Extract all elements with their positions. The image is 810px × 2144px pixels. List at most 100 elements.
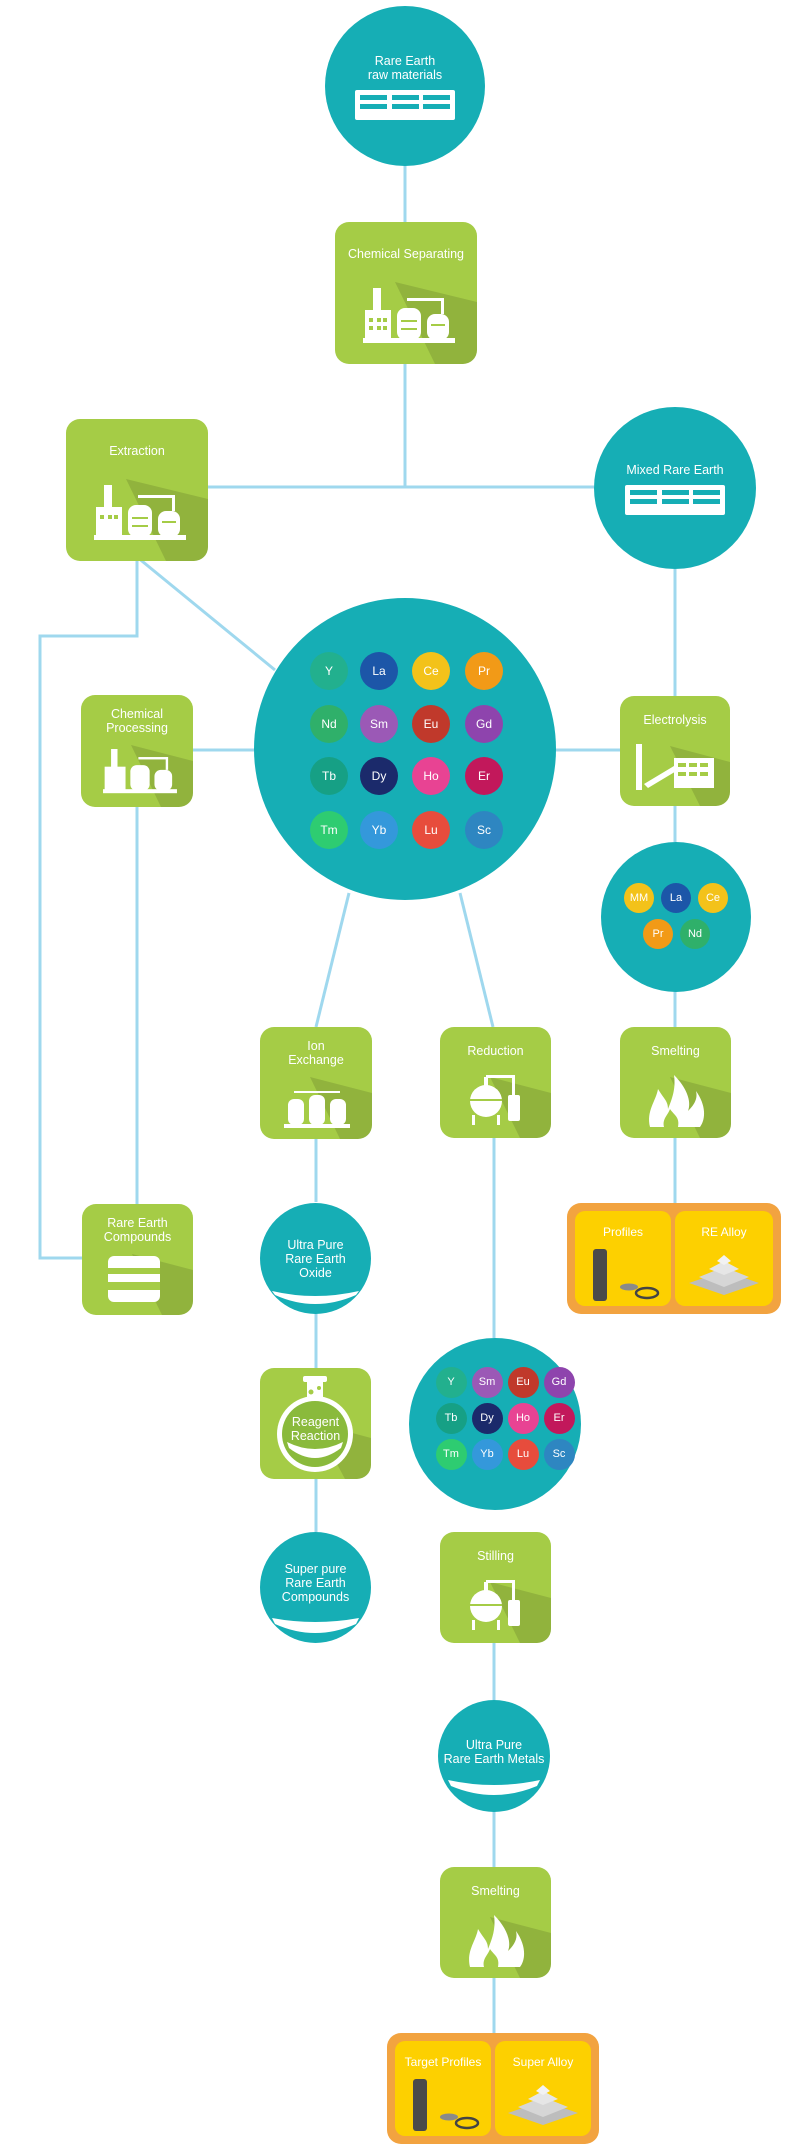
shadow	[490, 1077, 551, 1138]
element-lu: Lu	[507, 1438, 539, 1470]
element-eu: Eu	[412, 705, 450, 743]
flask-icon	[277, 1376, 353, 1472]
element-mm: MM	[624, 883, 654, 913]
node-label: Ultra Pure	[287, 1238, 344, 1252]
connector	[38, 558, 139, 1260]
node-chemical-separating: Chemical Separating	[335, 222, 477, 364]
node-smelting-1: Smelting	[620, 1027, 731, 1138]
node-chemical-processing: Chemical Processing	[81, 695, 193, 807]
node-reduction: Reduction	[440, 1027, 551, 1138]
node-ion-exchange: Ion Exchange	[260, 1027, 372, 1139]
element-tm: Tm	[310, 811, 348, 849]
node-label: Oxide	[299, 1266, 332, 1280]
element-ho: Ho	[412, 757, 450, 795]
element-nd: Nd	[680, 919, 710, 949]
element-sc: Sc	[465, 811, 503, 849]
products-panel-2: Target Profiles Super Alloy	[387, 2033, 599, 2144]
node-label: Smelting	[651, 1044, 700, 1058]
node-label: Processing	[106, 721, 168, 735]
element-la: La	[661, 883, 691, 913]
node-label: Chemical Separating	[347, 247, 465, 261]
product-label: Target Profiles	[404, 2055, 482, 2069]
cylinder-icon	[413, 2079, 480, 2131]
wave-icon	[272, 1618, 359, 1633]
node-extraction: Extraction	[66, 419, 208, 561]
node-rare-earth-compounds: Rare Earth Compounds	[82, 1204, 193, 1315]
element-y: Y	[310, 652, 348, 690]
bar-stack-icon	[508, 2085, 578, 2125]
node-label: Rare Earth	[285, 1252, 346, 1266]
element-yb: Yb	[471, 1438, 503, 1470]
element-yb: Yb	[360, 811, 398, 849]
node-smelting-2: Smelting	[440, 1867, 551, 1978]
connector	[458, 892, 495, 1028]
node-stilling: Stilling	[440, 1532, 551, 1643]
product-card-re-alloy: RE Alloy	[675, 1211, 773, 1306]
flame-icon	[649, 1075, 705, 1127]
tank-icon	[108, 1256, 160, 1302]
element-tm: Tm	[435, 1438, 467, 1470]
element-sm: Sm	[471, 1366, 503, 1398]
element-dy: Dy	[360, 757, 398, 795]
node-ultra-pure-metals: Ultra Pure Rare Earth Metals	[438, 1700, 550, 1812]
wave-icon	[448, 1780, 540, 1795]
element-tb: Tb	[435, 1402, 467, 1434]
node-label: Smelting	[471, 1884, 520, 1898]
element-tb: Tb	[310, 757, 348, 795]
element-lu: Lu	[412, 811, 450, 849]
element-pr: Pr	[643, 919, 673, 949]
shadow	[490, 1582, 551, 1643]
factory-icon	[103, 749, 177, 794]
product-card-super-alloy: Super Alloy	[495, 2041, 591, 2136]
tank-icon	[284, 1091, 350, 1128]
element-gd: Gd	[543, 1366, 575, 1398]
element-nd: Nd	[310, 705, 348, 743]
node-label: Ultra Pure	[465, 1738, 523, 1752]
reactor-icon	[470, 1580, 520, 1630]
element-ho: Ho	[507, 1402, 539, 1434]
connector	[136, 555, 276, 672]
element-sm: Sm	[360, 705, 398, 743]
connector	[314, 892, 351, 1028]
bar-stack-icon	[689, 1255, 759, 1295]
cylinder-icon	[593, 1249, 660, 1301]
node-super-pure-compounds: Super pure Rare Earth Compounds	[260, 1532, 371, 1643]
node-raw-materials: Rare Earth raw materials	[325, 6, 485, 166]
node-label: Rare Earth	[374, 54, 436, 68]
factory-icon	[363, 288, 455, 343]
factory-icon	[94, 485, 186, 540]
ingot-bars-icon	[355, 90, 455, 120]
node-label: Electrolysis	[643, 713, 707, 727]
element-ce: Ce	[412, 652, 450, 690]
element-y: Y	[435, 1366, 467, 1398]
node-electrolysis: Electrolysis	[620, 696, 730, 806]
ingot-bars-icon	[625, 485, 725, 515]
node-label: Reduction	[467, 1044, 524, 1058]
node-label: Rare Earth Metals	[443, 1752, 545, 1766]
products-panel-1: Profiles RE Alloy	[567, 1203, 781, 1314]
product-label: RE Alloy	[701, 1225, 747, 1239]
element-er: Er	[543, 1402, 575, 1434]
node-mixed-rare-earth: Mixed Rare Earth	[594, 407, 756, 569]
flame-icon	[469, 1915, 525, 1967]
node-label: Reaction	[290, 1429, 341, 1443]
node-label: Ion	[307, 1039, 325, 1053]
element-eu: Eu	[507, 1366, 539, 1398]
node-label: Extraction	[109, 444, 165, 458]
electrolysis-plant-icon	[636, 744, 714, 790]
node-label: Mixed Rare Earth	[626, 463, 724, 477]
node-label: Exchange	[288, 1053, 344, 1067]
node-ultra-pure-oxide: Ultra Pure Rare Earth Oxide	[260, 1203, 371, 1314]
element-la: La	[360, 652, 398, 690]
element-dy: Dy	[471, 1402, 503, 1434]
node-label: Compounds	[281, 1590, 350, 1604]
reactor-icon	[470, 1075, 520, 1125]
node-label: raw materials	[367, 68, 443, 82]
element-gd: Gd	[465, 705, 503, 743]
element-sc: Sc	[543, 1438, 575, 1470]
